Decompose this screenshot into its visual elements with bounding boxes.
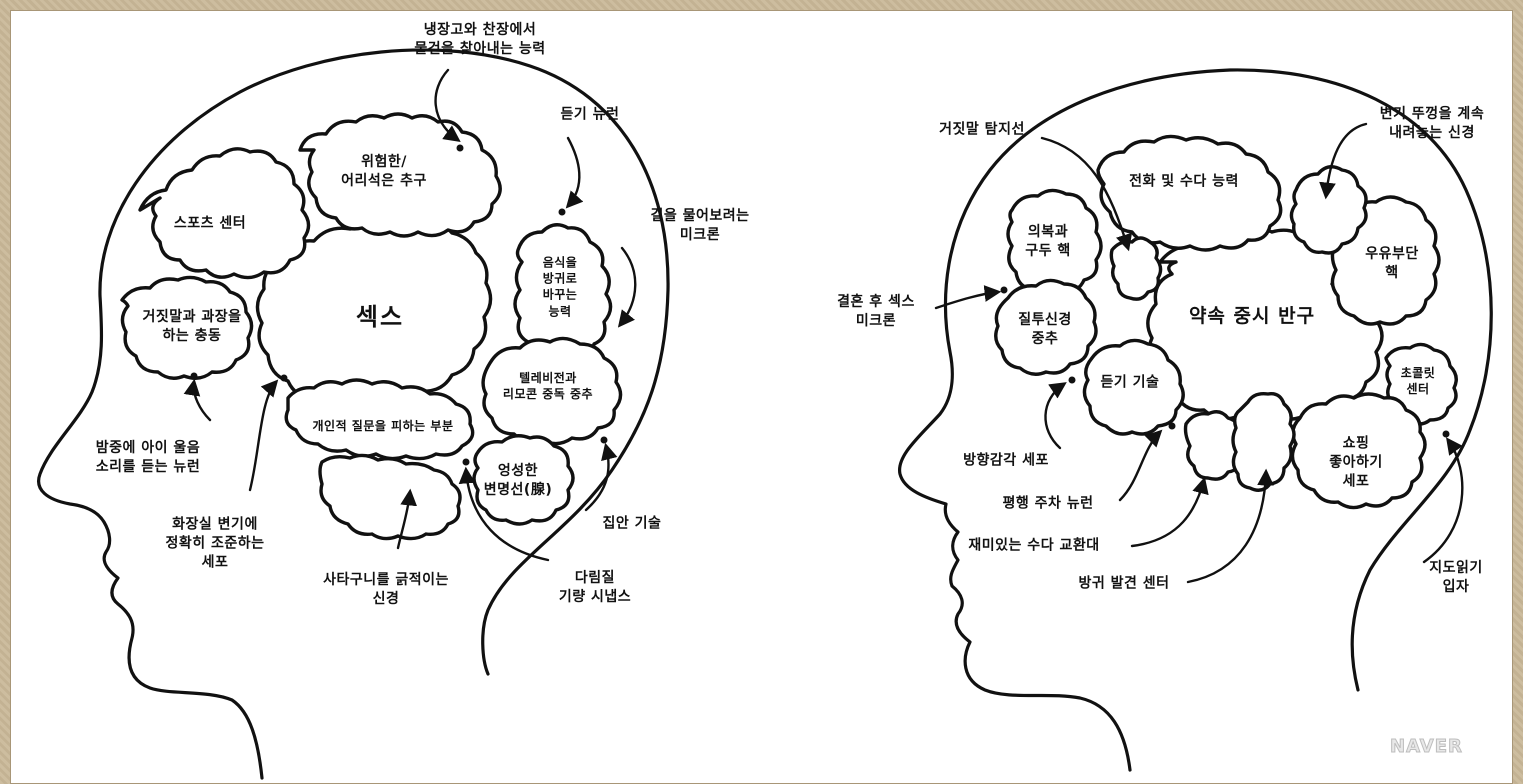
callout-home-skills: 집안 기술: [603, 515, 662, 534]
parking-dot: [1169, 423, 1176, 430]
label-phone-chat: 전화 및 수다 능력: [1129, 173, 1239, 192]
baby-dot: [191, 373, 198, 380]
callout-baby-cry-neuron: 밤중에 아이 울음 소리를 듣는 뉴런: [96, 439, 200, 477]
scratch-lobe: [320, 455, 460, 538]
home-dot: [601, 437, 608, 444]
label-listening-skill: 듣기 기술: [1101, 374, 1160, 393]
label-food-to-fart: 음식을 방귀로 바꾸는 능력: [543, 255, 578, 320]
married-dot: [1001, 287, 1008, 294]
toilet-arrow: [250, 382, 276, 490]
label-promise-hemisphere: 약속 중시 반구: [1189, 304, 1315, 330]
callout-gossip-exchange: 재미있는 수다 교환대: [968, 537, 1099, 556]
iron-dot: [463, 459, 470, 466]
label-sex: 섹스: [356, 301, 404, 333]
toilet-dot: [281, 375, 288, 382]
parking-arrow: [1120, 432, 1160, 500]
map-dot: [1443, 431, 1450, 438]
label-indecision-nucleus: 우유부단 핵: [1365, 245, 1419, 283]
callout-parallel-parking: 평행 주차 뉴런: [1002, 495, 1093, 514]
callout-lie-detector: 거짓말 탐지선: [939, 121, 1025, 140]
fridge-dot: [457, 145, 464, 152]
gossip-arrow: [1132, 480, 1204, 546]
label-tv-remote-center: 텔레비전과 리모콘 중독 중추: [503, 370, 593, 402]
callout-direction-cells: 방향감각 세포: [963, 452, 1049, 471]
callout-toilet-lid-nerve: 변기 뚜껑을 계속 내려놓는 신경: [1380, 105, 1484, 143]
callout-ask-directions: 길을 물어보려는 미크론: [650, 207, 749, 245]
baby-arrow: [194, 382, 210, 420]
callout-fart-detection: 방귀 발견 센터: [1078, 575, 1169, 594]
naver-watermark: NAVER: [1390, 736, 1463, 757]
callout-married-micron: 결혼 후 섹스 미크론: [837, 293, 915, 331]
label-excuse-gland: 엉성한 변명선(腺): [484, 462, 552, 500]
label-shopping-cells: 쇼핑 좋아하기 세포: [1329, 435, 1383, 492]
callout-map-reading: 지도읽기 입자: [1429, 559, 1483, 597]
label-sports-center: 스포츠 센터: [174, 215, 246, 234]
hearing-dot: [559, 209, 566, 216]
callout-groin-scratch: 사타구니를 긁적이는 신경: [323, 571, 449, 609]
label-avoid-personal-questions: 개인적 질문을 피하는 부분: [313, 418, 454, 434]
phone-lobe: [1098, 136, 1281, 250]
callout-ironing-synapse: 다림질 기량 시냅스: [559, 569, 631, 607]
direction-arrow: [1045, 384, 1064, 448]
label-jealousy-center: 질투신경 중추: [1018, 311, 1072, 349]
sports-lobe: [140, 149, 309, 278]
label-clothes-shoes: 의복과 구두 핵: [1025, 223, 1071, 261]
callout-hearing-neuron: 듣기 뉴런: [561, 106, 620, 125]
fart-lobe: [1233, 394, 1294, 491]
callout-fridge: 냉장고와 찬장에서 물건을 찾아내는 능력: [414, 21, 545, 59]
lie-detector-lobe: [1111, 238, 1160, 299]
directions-arrow: [620, 248, 635, 325]
hearing-arrow: [568, 138, 579, 206]
callout-toilet-aim: 화장실 변기에 정확히 조준하는 세포: [165, 516, 264, 573]
label-lie-impulse: 거짓말과 과장을 하는 충동: [142, 308, 241, 346]
direction-dot: [1069, 377, 1076, 384]
map-arrow: [1424, 440, 1462, 562]
label-chocolate-center: 초콜릿 센터: [1401, 365, 1436, 397]
label-dangerous-pursuit: 위험한/ 어리석은 추구: [341, 153, 427, 191]
